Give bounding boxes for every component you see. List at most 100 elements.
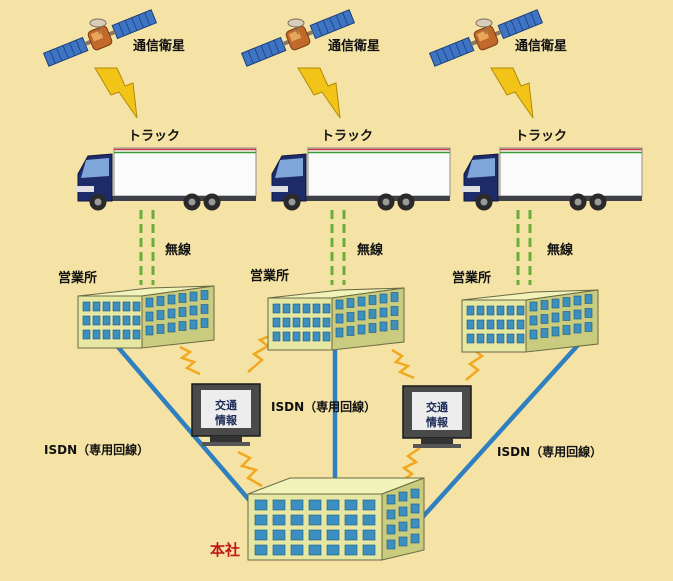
isdn-lines: [110, 338, 580, 522]
window: [122, 301, 131, 312]
window: [122, 329, 131, 340]
window: [357, 324, 366, 335]
window: [326, 544, 340, 556]
traffic-info-line2: 情報: [215, 413, 238, 427]
window: [362, 499, 376, 511]
column-1: 通信衛星 トラック 無線 営業所: [41, 6, 257, 349]
window: [516, 333, 525, 344]
window: [362, 544, 376, 556]
headquarters-label: 本社: [210, 541, 240, 559]
window: [410, 488, 420, 499]
window: [368, 323, 377, 333]
window: [254, 514, 268, 526]
window: [386, 494, 396, 505]
window: [529, 301, 538, 312]
window: [506, 319, 515, 330]
window: [390, 292, 399, 302]
window: [562, 325, 571, 335]
window: [540, 328, 549, 338]
window: [322, 331, 331, 342]
window: [292, 331, 301, 342]
window: [254, 544, 268, 556]
window: [476, 319, 485, 330]
window: [132, 329, 141, 340]
window: [282, 317, 291, 328]
window: [302, 331, 311, 342]
window: [368, 295, 377, 305]
window: [308, 529, 322, 541]
window: [398, 536, 408, 547]
window: [506, 333, 515, 344]
window: [357, 310, 366, 321]
branch-label: 営業所: [452, 270, 491, 286]
window: [308, 544, 322, 556]
window: [200, 290, 209, 300]
window: [132, 301, 141, 312]
window: [410, 518, 420, 529]
window: [573, 295, 582, 306]
traffic-info-links: [179, 332, 487, 488]
window: [573, 309, 582, 320]
window: [272, 303, 281, 314]
window: [178, 293, 187, 303]
hq-windows: [254, 488, 420, 556]
window: [344, 514, 358, 526]
window: [466, 319, 475, 330]
window: [145, 311, 154, 322]
branch-label: 営業所: [58, 270, 97, 286]
window: [466, 305, 475, 316]
window: [302, 317, 311, 328]
window: [308, 514, 322, 526]
window: [335, 313, 344, 324]
lightning-bolt-icon: [94, 67, 138, 119]
window: [122, 315, 131, 326]
satellite-icon: [239, 6, 357, 70]
zigzag-right-bottom: [399, 446, 421, 484]
window: [167, 308, 176, 319]
window: [145, 297, 154, 308]
window: [379, 321, 388, 332]
window: [292, 317, 301, 328]
isdn-label-center: ISDN（専用回線）: [271, 399, 376, 414]
window: [390, 306, 399, 316]
window: [573, 323, 582, 334]
window: [254, 529, 268, 541]
satellite-icon: [427, 6, 545, 70]
window: [272, 544, 286, 556]
radio-link-icon: [139, 210, 155, 285]
window: [379, 293, 388, 304]
satellite-icon: [41, 6, 159, 70]
window: [379, 307, 388, 318]
isdn-label-left: ISDN（専用回線）: [44, 442, 149, 457]
truck-label: トラック: [321, 129, 373, 144]
window: [282, 331, 291, 342]
window: [562, 297, 571, 307]
window: [156, 324, 165, 334]
window: [282, 303, 291, 314]
window: [292, 303, 301, 314]
window: [346, 326, 355, 336]
window: [322, 303, 331, 314]
window: [486, 333, 495, 344]
window: [410, 503, 420, 514]
isdn-line-right: [418, 343, 580, 522]
window: [486, 319, 495, 330]
window: [290, 514, 304, 526]
window: [312, 317, 321, 328]
radio-label: 無線: [357, 242, 384, 258]
window: [167, 294, 176, 305]
window: [496, 333, 505, 344]
branch-label: 営業所: [250, 268, 289, 284]
window: [390, 320, 399, 330]
window: [516, 305, 525, 316]
window: [92, 315, 101, 326]
window: [189, 319, 198, 330]
window: [254, 499, 268, 511]
truck-icon: [461, 147, 643, 212]
window: [302, 303, 311, 314]
satellite-label: 通信衛星: [133, 38, 185, 54]
headquarters-building: [247, 477, 425, 561]
window: [386, 509, 396, 520]
isdn-label-right: ISDN（専用回線）: [497, 444, 602, 459]
traffic-info-line1: 交通: [215, 398, 237, 412]
